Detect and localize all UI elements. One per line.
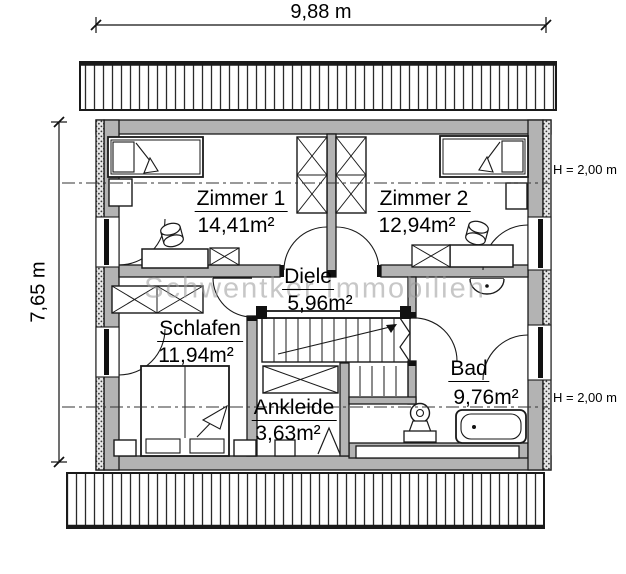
dimension-line-width xyxy=(90,17,552,33)
wardrobe-icon xyxy=(411,244,451,268)
nightstand-icon xyxy=(505,182,528,210)
desk-icon xyxy=(449,244,514,268)
stair-post-left xyxy=(256,306,267,319)
bed-icon xyxy=(439,135,529,178)
ankleide-furniture xyxy=(262,365,341,457)
window-left-schlafen xyxy=(95,326,166,378)
room-area-diele: 5,96m² xyxy=(287,292,353,315)
bathtub-icon xyxy=(455,409,527,444)
stair-walk-line xyxy=(277,325,395,355)
stool-icon xyxy=(160,222,184,248)
room-label-diele: Diele xyxy=(282,265,334,291)
room-label-ankleide: Ankleide xyxy=(251,396,337,422)
zimmer1-furniture xyxy=(107,136,328,269)
doors xyxy=(212,226,458,362)
nightstand-icon xyxy=(233,439,257,457)
height-marker-upper: H = 2,00 m xyxy=(553,162,617,177)
zimmer2-furniture xyxy=(335,135,529,268)
door-arc-zimmer1 xyxy=(283,226,328,271)
stair-walk-arrow xyxy=(386,324,397,333)
dimension-label-height: 7,65 m xyxy=(27,261,50,323)
door-arc-zimmer2 xyxy=(335,226,380,271)
room-label-bad: Bad xyxy=(448,357,490,383)
room-area-schlafen: 11,94m² xyxy=(158,344,234,367)
room-area-zimmer1: 14,41m² xyxy=(197,214,275,237)
roof-overhang-bottom xyxy=(66,472,545,529)
wardrobe-icon xyxy=(111,285,204,314)
dresser-icon xyxy=(274,439,296,457)
room-label-zimmer1: Zimmer 1 xyxy=(194,187,288,213)
schlafen-furniture xyxy=(111,285,257,457)
windows xyxy=(95,216,552,381)
wardrobe-icon xyxy=(262,365,339,394)
desk-icon xyxy=(141,248,209,269)
room-area-bad: 9,76m² xyxy=(453,386,519,409)
door-jambs xyxy=(247,265,416,366)
room-label-schlafen: Schlafen xyxy=(157,317,243,343)
window-left-zimmer1 xyxy=(95,216,166,268)
wardrobe-icon xyxy=(335,136,367,214)
double-bed-icon xyxy=(140,365,230,457)
room-area-zimmer2: 12,94m² xyxy=(378,214,456,237)
dimension-label-width: 9,88 m xyxy=(290,1,352,23)
stairs-lower-flight xyxy=(359,362,409,397)
door-arc-bad xyxy=(411,317,458,362)
knee-wall-niche xyxy=(355,445,520,459)
watermark: Schwentker Immobilien xyxy=(144,272,486,305)
stairs-icon xyxy=(256,306,411,397)
wardrobe-icon xyxy=(209,247,240,266)
height-lines xyxy=(62,182,548,408)
wardrobe-icon xyxy=(296,136,328,214)
attic-ladder-icon xyxy=(317,426,341,455)
stair-post-right xyxy=(400,306,411,319)
nightstand-icon xyxy=(108,178,133,207)
stool-icon xyxy=(465,220,489,246)
toilet-icon xyxy=(403,402,437,443)
room-area-ankleide: 3,63m² xyxy=(255,422,321,445)
height-marker-lower: H = 2,00 m xyxy=(553,390,617,405)
dimension-line-height xyxy=(51,116,67,468)
roof-overhang-top xyxy=(79,61,557,111)
nightstand-icon xyxy=(113,439,137,457)
door-arc-schlafen xyxy=(212,277,253,318)
sink-icon xyxy=(469,278,505,295)
room-label-zimmer2: Zimmer 2 xyxy=(377,187,471,213)
bad-furniture xyxy=(355,278,527,459)
bed-icon xyxy=(107,136,204,178)
window-right-bad xyxy=(482,324,552,381)
